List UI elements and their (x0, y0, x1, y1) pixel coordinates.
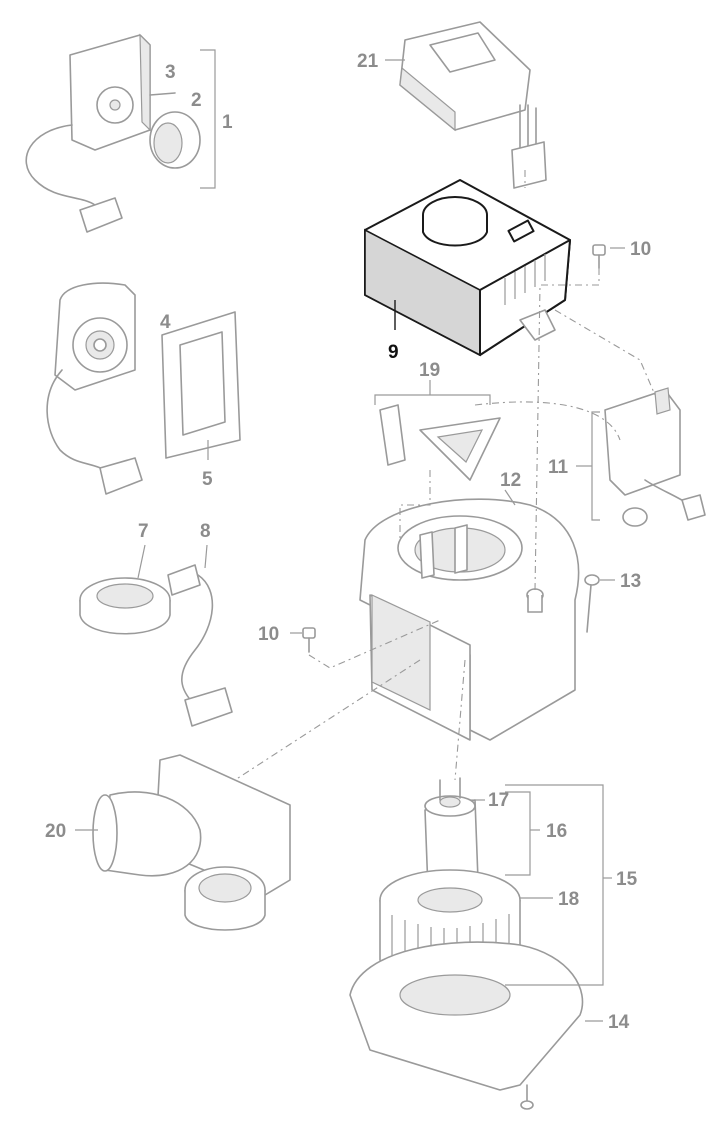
group-bracket-15 (505, 784, 612, 986)
callout-1: 1 (222, 112, 233, 133)
callout-5: 5 (202, 469, 213, 490)
callout-13: 13 (620, 571, 641, 592)
callout-10-lower: 10 (258, 624, 279, 645)
callout-8: 8 (200, 521, 211, 542)
callout-18: 18 (558, 889, 579, 910)
screw-part-lower (290, 627, 316, 653)
cable-connector-part (167, 544, 233, 727)
callout-21: 21 (357, 51, 379, 72)
base-plate-part (349, 941, 603, 1110)
transformer-part (385, 21, 547, 189)
long-screw-part (584, 574, 615, 633)
callout-17: 17 (488, 790, 509, 811)
control-box-part (364, 179, 571, 357)
room-thermostat-part (25, 33, 216, 233)
fan-housing-part (359, 489, 580, 741)
callout-11: 11 (548, 457, 569, 478)
callout-labels: 1 2 3 4 5 7 8 9 10 10 11 12 13 14 15 16 … (45, 51, 651, 1033)
callout-9: 9 (388, 342, 399, 363)
bracket-clip-part (374, 380, 501, 481)
fan-motor-part (424, 777, 485, 891)
screw-part-upper (592, 244, 625, 269)
callout-10-upper: 10 (630, 239, 651, 260)
callout-12: 12 (500, 470, 521, 491)
terminal-board-part (576, 387, 706, 527)
callout-4: 4 (160, 312, 171, 333)
thermostat-module-part (46, 282, 143, 495)
callout-19: 19 (419, 360, 440, 381)
wall-frame-part (161, 311, 241, 460)
callout-15: 15 (616, 869, 638, 890)
group-bracket-16 (505, 791, 540, 876)
callout-20: 20 (45, 821, 66, 842)
air-duct-elbow-part (75, 754, 291, 931)
assembly-guide-lines (234, 170, 656, 781)
rotary-knob-part (79, 544, 171, 635)
callout-7: 7 (138, 521, 149, 542)
callout-2: 2 (191, 90, 202, 111)
callout-16: 16 (546, 821, 567, 842)
callout-3: 3 (165, 62, 176, 83)
callout-14: 14 (608, 1012, 630, 1033)
